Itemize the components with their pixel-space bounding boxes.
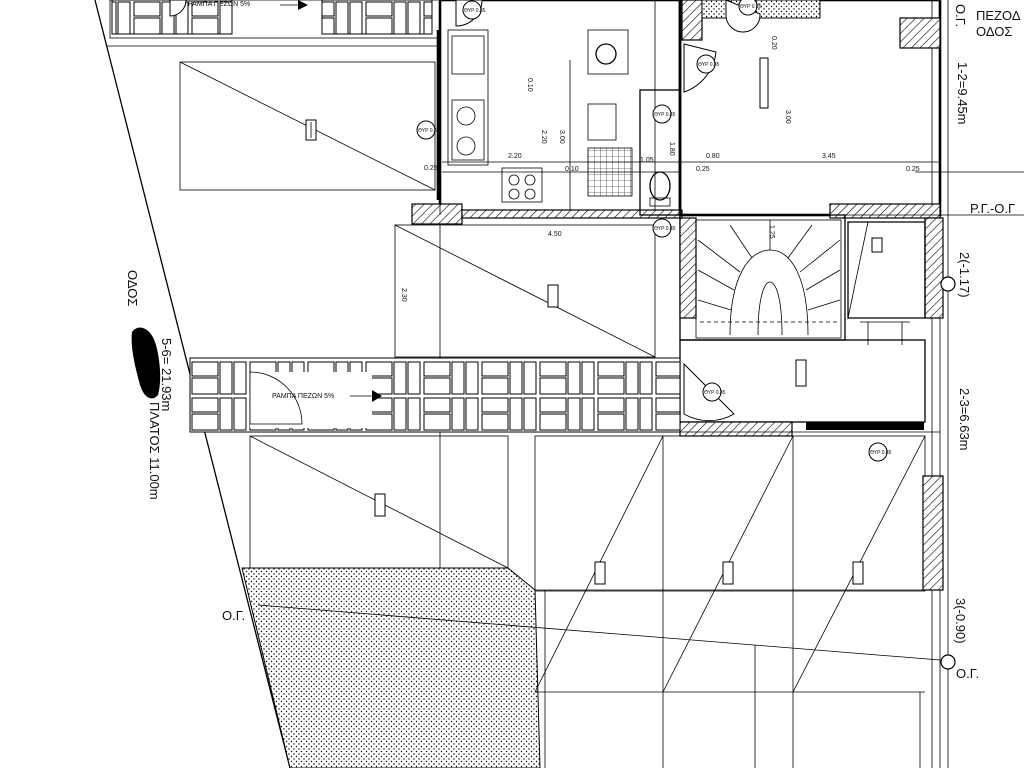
- svg-text:ΘΥΡ 0.85: ΘΥΡ 0.85: [654, 226, 676, 232]
- door-tag: ΘΥΡ 0.85: [702, 382, 726, 402]
- dim-0-20: 0.20: [770, 36, 777, 50]
- upper-right-room: [678, 0, 1024, 219]
- staircase: [679, 214, 944, 341]
- svg-text:ΘΥΡ 0.85: ΘΥΡ 0.85: [870, 450, 892, 456]
- dim-0-80: 0.80: [706, 153, 720, 160]
- corner-point-markers: [940, 276, 956, 670]
- door-tag: ΘΥΡ 0.85: [868, 442, 892, 462]
- top-left-strip: ΡΑΜΠΑ ΠΕΖΩΝ 5%: [109, 0, 441, 39]
- door-tag: ΘΥΡ 0.85: [652, 104, 676, 124]
- door-tag: ΘΥΡ 0.85: [462, 0, 486, 20]
- dim-0-25: 0.25: [906, 166, 920, 173]
- dim-3-00: 3.00: [784, 110, 791, 124]
- door-tags: ΘΥΡ 0.85 ΘΥΡ 0.85 ΘΥΡ 0.85 ΘΥΡ 0.85 ΘΥΡ …: [416, 0, 892, 462]
- dim-0-10: 0.10: [565, 166, 579, 173]
- door-tag: ΘΥΡ 0.85: [696, 54, 720, 74]
- door-tag: ΘΥΡ 0.85: [738, 0, 762, 16]
- dim-3-45: 3.45: [822, 153, 836, 160]
- dim-3-00: 3.00: [558, 130, 565, 144]
- ramp-label-top: ΡΑΜΠΑ ΠΕΖΩΝ 5%: [188, 1, 250, 8]
- svg-text:ΘΥΡ 0.85: ΘΥΡ 0.85: [704, 390, 726, 396]
- parking-space-lower-left: [249, 435, 509, 591]
- street-name-top-right-2: ΟΔΟΣ: [976, 24, 1012, 39]
- dim-0-25: 0.25: [424, 165, 438, 172]
- rg-og-label: Ρ.Γ.-Ο.Γ: [970, 201, 1015, 216]
- dim-2-30: 2.30: [400, 288, 407, 302]
- right-side-labels: ΠΕΖΟΔ ΟΔΟΣ Ο.Γ. 1-2=9.45m Ρ.Γ.-Ο.Γ 2(-1.…: [953, 4, 1021, 681]
- street-name-top-right-1: ΠΕΖΟΔ: [976, 8, 1021, 23]
- point-2-elevation: 2(-1.17): [957, 252, 972, 298]
- dim-1-80: 1.80: [668, 142, 675, 156]
- svg-text:ΘΥΡ 0.85: ΘΥΡ 0.85: [698, 62, 720, 68]
- paved-walkway: ΡΑΜΠΑ ΠΕΖΩΝ 5%: [189, 357, 940, 433]
- dim-4-50: 4.50: [548, 231, 562, 238]
- svg-text:ΘΥΡ 0.85: ΘΥΡ 0.85: [654, 112, 676, 118]
- svg-text:ΘΥΡ 0.85: ΘΥΡ 0.85: [464, 8, 486, 14]
- dim-1-05: 1.05: [640, 157, 654, 164]
- street-width-left: ΠΛΑΤΟΣ 11.00m: [147, 402, 162, 500]
- parking-bays-lower: [534, 435, 944, 768]
- point-3-elevation: 3(-0.90): [953, 598, 968, 644]
- dimension-labels: 2.20 0.10 1.05 0.80 3.45 0.25 0.25 0.25 …: [400, 36, 920, 302]
- svg-text:ΘΥΡ 0.85: ΘΥΡ 0.85: [740, 4, 762, 10]
- dim-0-10: 0.10: [526, 78, 533, 92]
- street-name-left: ΟΔΟΣ: [125, 270, 140, 306]
- dim-2-20: 2.20: [540, 130, 547, 144]
- street-marker-blob: [131, 327, 161, 399]
- dim-0-25: 0.25: [696, 166, 710, 173]
- parking-space-upper: [179, 61, 436, 191]
- og-label-bottom-right: Ο.Γ.: [956, 666, 979, 681]
- dim-1-25: 1.25: [768, 225, 775, 239]
- street-segment-left: 5-6= 21.93m: [159, 338, 174, 411]
- svg-text:ΘΥΡ 0.85: ΘΥΡ 0.85: [418, 128, 440, 134]
- door-tag: ΘΥΡ 0.85: [652, 218, 676, 238]
- og-label-top-right: Ο.Γ.: [953, 4, 968, 27]
- segment-2-3: 2-3=6.63m: [957, 388, 972, 451]
- og-label-left: Ο.Γ.: [222, 608, 245, 623]
- dim-2-20: 2.20: [508, 153, 522, 160]
- segment-1-2: 1-2=9.45m: [955, 62, 970, 125]
- left-street-labels: ΟΔΟΣ 5-6= 21.93m ΠΛΑΤΟΣ 11.00m: [125, 270, 174, 500]
- entry-area: [679, 321, 926, 437]
- open-area-dotted: [241, 567, 541, 768]
- ramp-label-middle: ΡΑΜΠΑ ΠΕΖΩΝ 5%: [272, 393, 334, 400]
- kitchen-block: [411, 0, 940, 225]
- door-tag: ΘΥΡ 0.85: [416, 120, 440, 140]
- og-guideline: [257, 604, 941, 661]
